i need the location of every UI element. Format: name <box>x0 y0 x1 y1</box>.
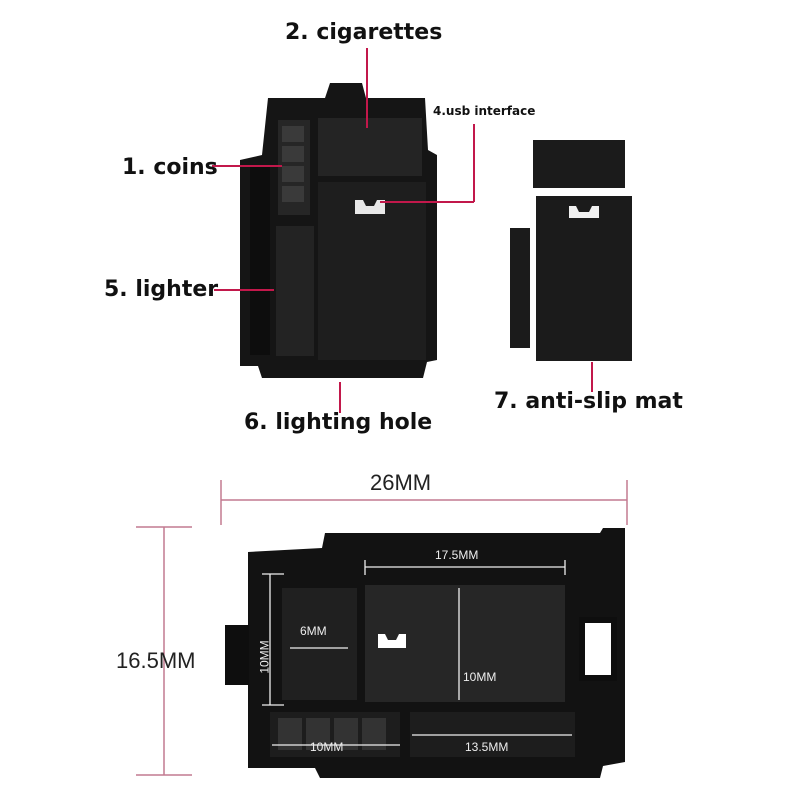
inner-dimension-lines <box>262 560 572 746</box>
dimension-small-left: 6MM <box>300 624 327 638</box>
callout-lines <box>212 48 593 413</box>
callout-usb-interface: 4.usb interface <box>433 104 536 118</box>
bottom-tray <box>225 528 625 778</box>
anti-slip-mats <box>510 140 632 361</box>
callout-lighting-hole: 6. lighting hole <box>244 410 433 435</box>
dimension-bottom-left: 10MM <box>310 740 344 754</box>
dimension-center-vertical: 10MM <box>463 670 497 684</box>
callout-coins: 1. coins <box>122 155 218 180</box>
top-tray <box>240 83 437 378</box>
height-dimension-line <box>136 526 192 776</box>
dimension-top-right: 17.5MM <box>435 548 479 562</box>
dimension-width: 26MM <box>370 470 432 495</box>
callout-cigarettes: 2. cigarettes <box>285 20 443 45</box>
callout-lighter: 5. lighter <box>104 277 219 302</box>
dimension-height: 16.5MM <box>116 648 196 673</box>
callout-anti-slip-mat: 7. anti-slip mat <box>494 389 683 414</box>
dimension-bottom-right: 13.5MM <box>465 740 509 754</box>
dimension-left-vertical: 10MM <box>257 640 272 674</box>
width-dimension-line <box>220 480 628 525</box>
